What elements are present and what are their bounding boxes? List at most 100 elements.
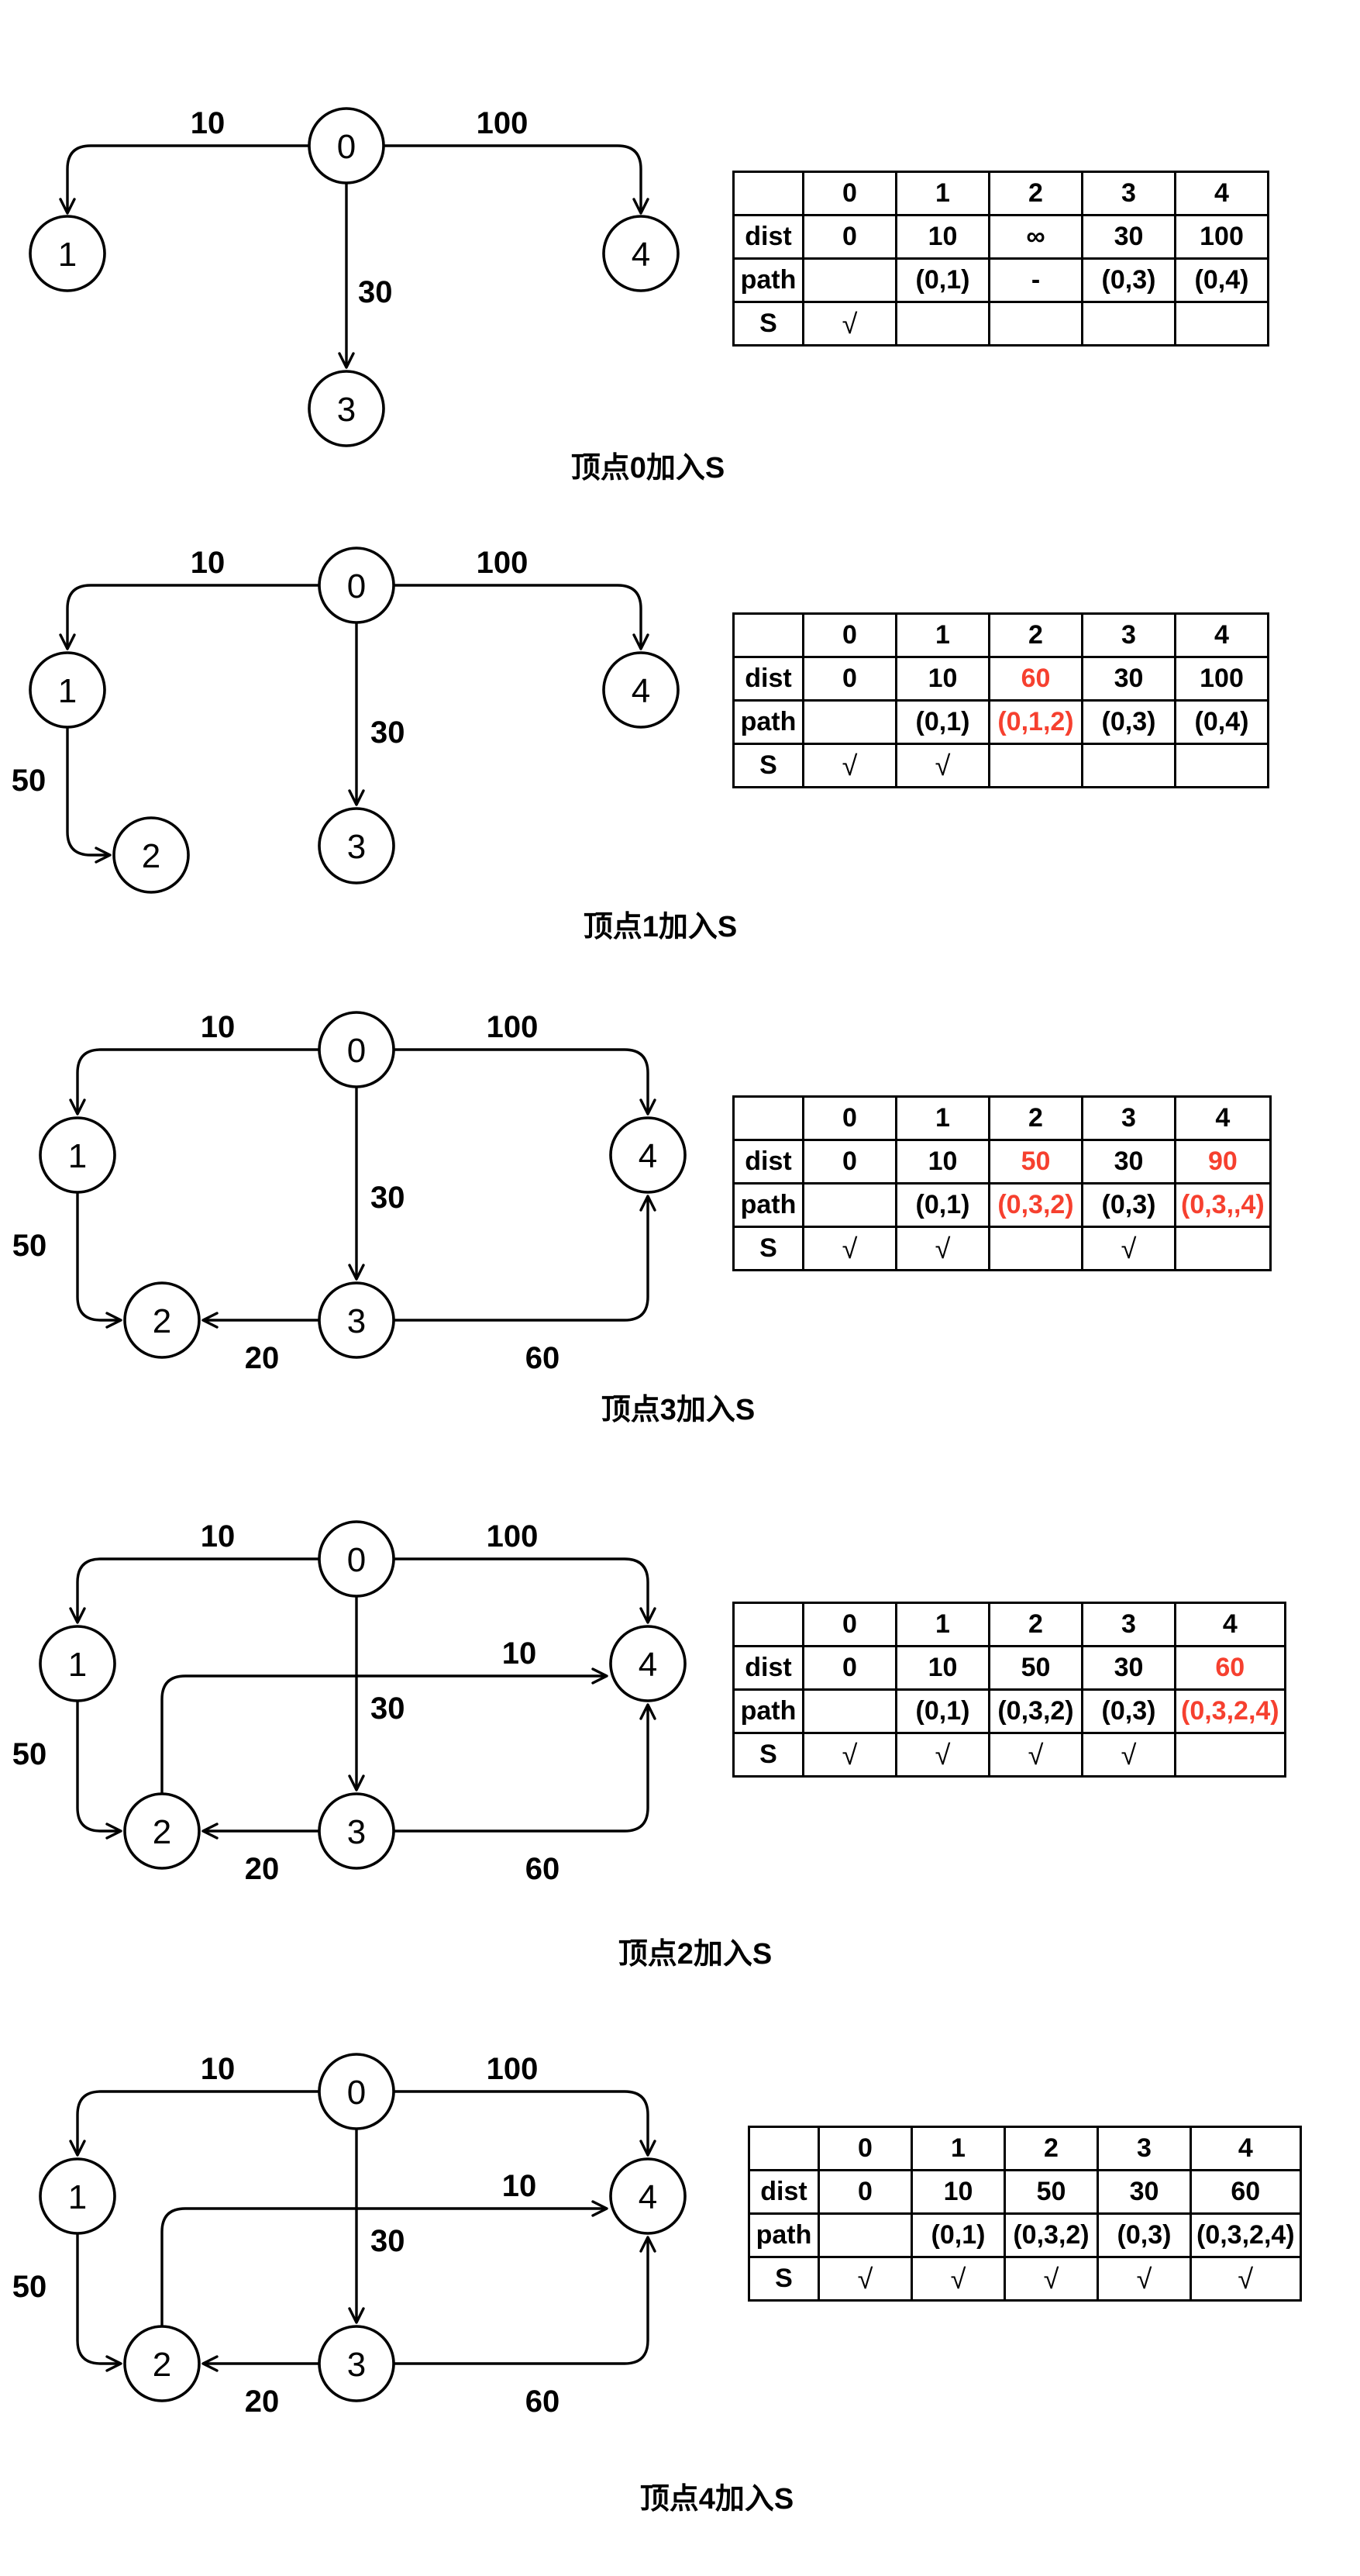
dist-vertex-4: 60 [1190,2169,1302,2215]
header-cell-blank [732,1095,804,1141]
edge-weight-0-3: 30 [370,2224,405,2258]
edge-weight-0-4: 100 [477,106,529,140]
header-cell-3: 3 [1081,1602,1176,1647]
path-vertex-1: (0,1) [895,1688,990,1734]
edge-weight-0-1: 10 [201,2052,236,2086]
edge-weight-3-2: 20 [245,1852,280,1886]
header-cell-blank [732,171,804,216]
path-vertex-1: (0,1) [911,2212,1006,2258]
header-cell-3: 3 [1081,1095,1176,1141]
vertex-4-label: 4 [639,1646,657,1684]
edge-3-to-4 [394,1703,656,1833]
edge-0-to-1 [69,1048,319,1116]
S-vertex-1 [895,301,990,347]
dist-vertex-2: 50 [1004,2169,1099,2215]
edge-0-to-4 [394,2090,656,2157]
dist-vertex-0: 0 [802,214,897,260]
edge-weight-0-1: 10 [191,546,226,580]
edge-0-to-1 [59,584,319,650]
vertex-0-circle [318,547,395,624]
path-vertex-4: (0,3,2,4) [1190,2212,1302,2258]
vertex-0-circle [318,1520,395,1598]
dist-vertex-0: 0 [802,1645,897,1691]
header-cell-blank [732,1602,804,1647]
vertex-3-circle [318,807,395,885]
edge-weight-0-3: 30 [370,1691,405,1726]
vertex-4-label: 4 [639,2178,657,2216]
header-cell-4: 4 [1174,1602,1286,1647]
path-vertex-3: (0,3) [1081,257,1176,303]
edge-weight-1-2: 50 [12,764,46,798]
vertex-1-label: 1 [58,236,77,274]
row-label-path: path [732,1182,804,1228]
path-vertex-0 [802,257,897,303]
step-2-caption: 顶点1加入S [583,911,738,943]
path-vertex-2: (0,3,2) [1004,2212,1099,2258]
dist-vertex-3: 30 [1097,2169,1192,2215]
edge-weight-0-4: 100 [487,1010,539,1044]
vertex-0-label: 0 [347,2074,366,2112]
path-vertex-0 [802,699,897,745]
row-label-dist: dist [732,214,804,260]
dist-vertex-0: 0 [802,656,897,702]
edge-1-to-2 [76,1192,122,1329]
edge-1-to-2 [76,1701,122,1840]
S-vertex-3 [1081,301,1176,347]
dist-vertex-1: 10 [911,2169,1006,2215]
S-vertex-0: √ [802,1732,897,1778]
vertex-3-label: 3 [347,828,366,866]
edge-weight-3-4: 60 [525,1852,560,1886]
edge-weight-3-2: 20 [245,2385,280,2419]
header-cell-0: 0 [802,1602,897,1647]
vertex-4-circle [609,1625,687,1702]
dist-vertex-0: 0 [818,2169,913,2215]
vertex-2-circle [112,816,190,894]
vertex-3-label: 3 [347,1813,366,1851]
path-vertex-0 [818,2212,913,2258]
vertex-1-circle [39,1625,116,1702]
header-cell-2: 2 [988,612,1083,658]
vertex-2-label: 2 [153,1813,171,1851]
S-vertex-2 [988,1226,1083,1271]
header-cell-2: 2 [988,1095,1083,1141]
path-vertex-4: (0,3,2,4) [1174,1688,1286,1734]
edge-weight-1-2: 50 [12,2270,47,2304]
path-vertex-4: (0,4) [1174,699,1269,745]
edge-weight-3-4: 60 [525,1341,560,1375]
path-vertex-0 [802,1182,897,1228]
dist-vertex-3: 30 [1081,656,1176,702]
step-3-caption: 顶点3加入S [601,1394,756,1426]
header-cell-4: 4 [1190,2126,1302,2171]
header-cell-blank [748,2126,820,2171]
row-label-S: S [732,301,804,347]
S-vertex-1: √ [895,1732,990,1778]
header-cell-2: 2 [988,1602,1083,1647]
header-cell-2: 2 [988,171,1083,216]
header-cell-4: 4 [1174,171,1269,216]
vertex-4-circle [602,215,680,292]
edge-weight-1-2: 50 [12,1229,47,1263]
header-cell-1: 1 [911,2126,1006,2171]
dist-vertex-1: 10 [895,1645,990,1691]
edge-2-to-4 [160,2200,608,2326]
header-cell-3: 3 [1081,171,1176,216]
row-label-dist: dist [732,1645,804,1691]
vertex-3-label: 3 [347,1302,366,1340]
vertex-3-label: 3 [337,391,356,429]
edge-weight-0-1: 10 [191,106,226,140]
dist-vertex-0: 0 [802,1139,897,1185]
row-label-S: S [748,2256,820,2302]
vertex-3-circle [318,1792,395,1870]
row-label-dist: dist [732,656,804,702]
vertex-3-circle [318,1281,395,1359]
row-label-S: S [732,1226,804,1271]
dist-vertex-3: 30 [1081,1645,1176,1691]
